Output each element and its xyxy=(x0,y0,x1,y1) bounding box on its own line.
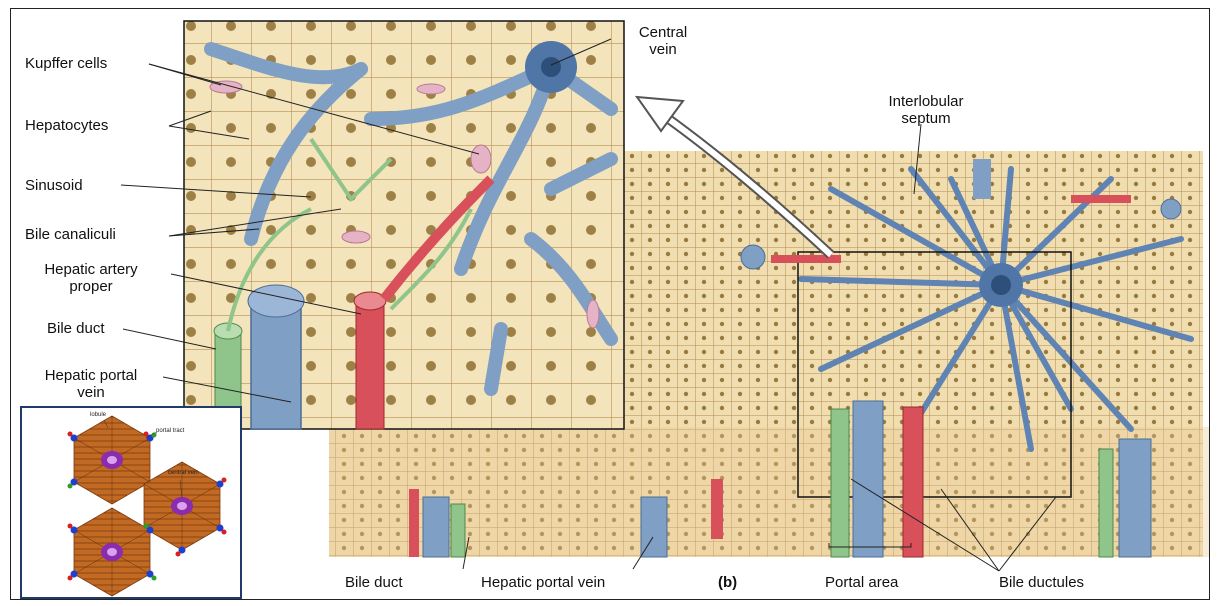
label-bile-ductules: Bile ductules xyxy=(999,574,1084,591)
label-hepatic-portal-vein: Hepatic portal vein xyxy=(25,367,157,401)
label-hepatic-artery-proper: Hepatic artery proper xyxy=(25,261,157,295)
label-bottom-bile-duct: Bile duct xyxy=(345,574,403,591)
figure-frame: Kupffer cells Hepatocytes Sinusoid Bile … xyxy=(10,8,1210,600)
label-portal-area: Portal area xyxy=(825,574,898,591)
label-sinusoid: Sinusoid xyxy=(25,177,83,194)
label-central-vein: Central vein xyxy=(615,24,711,58)
label-kupffer-cells: Kupffer cells xyxy=(25,55,107,72)
hexagonal-lobules-diagram xyxy=(22,408,240,597)
label-hepatocytes: Hepatocytes xyxy=(25,117,108,134)
inset-label-lobule: lobule xyxy=(90,412,106,418)
inset-label-central-vein: central vein xyxy=(168,470,199,476)
magnified-detail-panel xyxy=(184,21,624,429)
lobule-inset: lobule portal tract central vein xyxy=(20,406,242,599)
inset-label-portal-tract: portal tract xyxy=(156,428,184,434)
label-bottom-hepatic-portal-vein: Hepatic portal vein xyxy=(481,574,605,591)
panel-letter: (b) xyxy=(718,574,737,591)
label-bile-canaliculi: Bile canaliculi xyxy=(25,226,116,243)
label-bile-duct: Bile duct xyxy=(47,320,105,337)
label-interlobular-septum: Interlobular septum xyxy=(871,93,981,127)
